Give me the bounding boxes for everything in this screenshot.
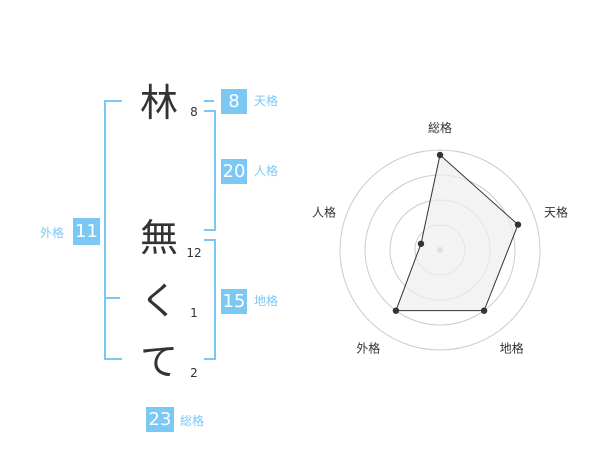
chikaku-value: 15	[221, 289, 247, 314]
jinkaku-label: 人格	[254, 164, 279, 178]
name-char-1: 林	[139, 81, 178, 125]
stroke-count-3: 1	[190, 306, 198, 320]
jinkaku-value: 20	[221, 159, 247, 184]
soukaku-label: 総格	[180, 414, 205, 428]
stroke-count-1: 8	[190, 105, 198, 119]
soukaku-value: 23	[146, 407, 174, 432]
name-char-2: 無	[139, 216, 178, 260]
gaikaku-bracket-tick	[104, 297, 120, 299]
name-char-4: て	[139, 340, 178, 384]
radar-axis-label-2: 地格	[500, 341, 524, 356]
radar-ring-4	[339, 149, 541, 351]
radar-axis-label-1: 天格	[544, 204, 568, 219]
gaikaku-bracket	[104, 100, 122, 360]
tenkaku-value: 8	[221, 89, 247, 114]
chikaku-label: 地格	[254, 294, 279, 308]
radar-axis-label-0: 総格	[428, 120, 452, 135]
radar-point-1	[514, 221, 522, 228]
radar-point-4	[417, 240, 425, 248]
jinkaku-bracket	[204, 110, 216, 231]
name-char-3: く	[139, 279, 178, 323]
tenkaku-label: 天格	[254, 94, 279, 108]
gaikaku-value: 11	[73, 218, 100, 245]
radar-axis-label-4: 人格	[312, 204, 336, 219]
stroke-count-2: 12	[186, 246, 202, 260]
radar-point-2	[480, 307, 488, 314]
gaikaku-label: 外格	[40, 226, 65, 240]
radar-axis-label-3: 外格	[356, 341, 380, 356]
radar-point-0	[436, 151, 444, 159]
chikaku-bracket	[204, 239, 216, 360]
stroke-count-4: 2	[190, 366, 198, 380]
radar-point-3	[392, 307, 400, 314]
tenkaku-bracket	[204, 100, 214, 102]
radar-series-shape	[395, 154, 519, 312]
